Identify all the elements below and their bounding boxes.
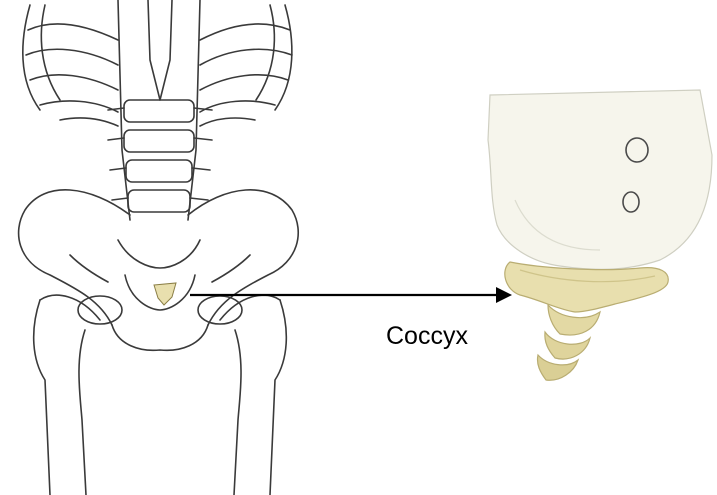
pelvis <box>19 190 299 350</box>
coccyx-label: Coccyx <box>386 324 468 349</box>
coccyx-detail <box>505 262 668 380</box>
spine <box>108 0 212 220</box>
femurs <box>34 295 287 495</box>
coccyx-marker <box>154 283 176 305</box>
pointer-arrow <box>190 287 512 303</box>
sacrum-detail <box>488 90 712 269</box>
rib-cage <box>23 0 292 126</box>
skeleton-outline <box>19 0 299 495</box>
